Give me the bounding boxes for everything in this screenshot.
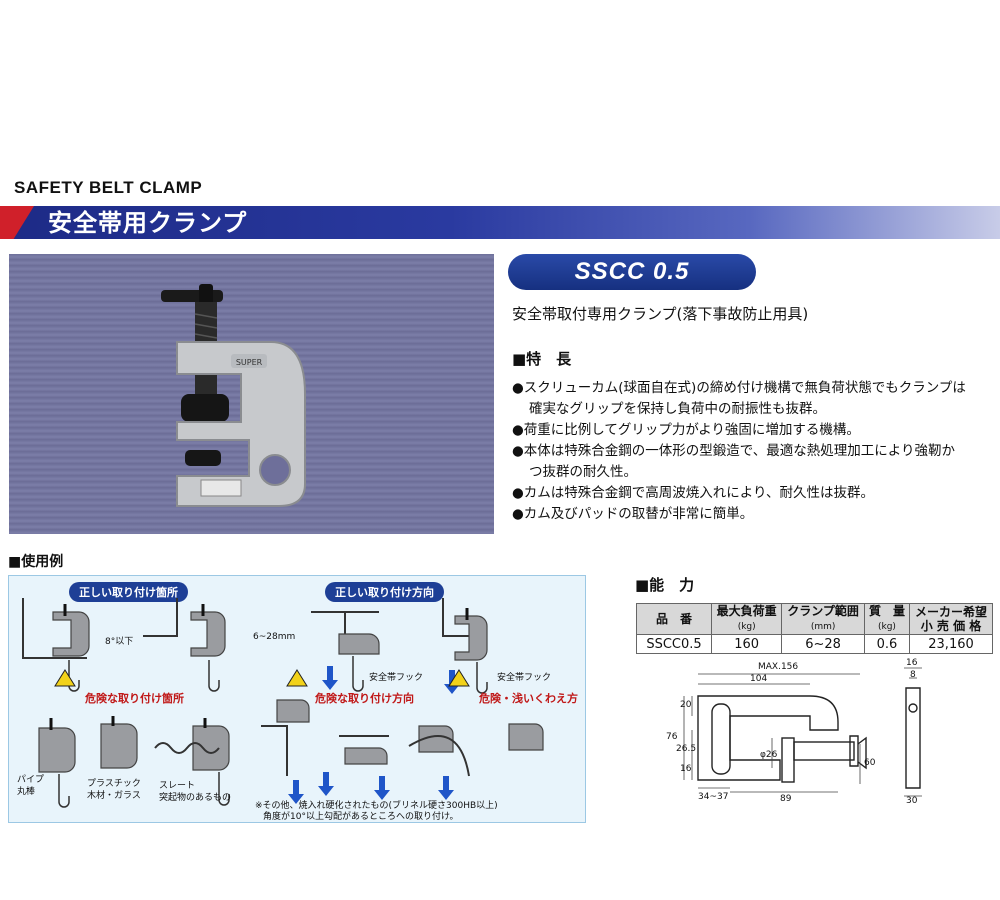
column-header: 品 番 — [636, 603, 712, 635]
correct-location-label: 正しい取り付け箇所 — [69, 582, 188, 602]
dim-30: 30 — [906, 796, 918, 806]
dim-max-length: MAX.156 — [758, 662, 799, 672]
feature-line: つ抜群の耐久性。 — [529, 464, 637, 480]
product-subtitle: 安全帯取付専用クランプ(落下事故防止用具) — [512, 305, 809, 323]
note-line-1: ※その他、焼入れ硬化されたもの(ブリネル硬さ300HB以上) — [255, 801, 498, 811]
round-bar-label: 丸棒 — [17, 787, 36, 797]
column-header: 質 量(kg) — [863, 603, 911, 635]
title-banner — [0, 206, 1000, 239]
feature-line: ●カムは特殊合金鋼で高周波焼入れにより、耐久性は抜群。 — [512, 485, 874, 501]
column-header: クランプ範囲(mm) — [781, 603, 865, 635]
features-heading: ■特 長 — [512, 350, 572, 368]
model-badge: SSCC 0.5 — [508, 254, 756, 290]
hook-label-1: 安全帯フック — [369, 673, 424, 683]
usage-diagrams — [22, 598, 544, 808]
japanese-title: 安全帯用クランプ — [48, 209, 248, 237]
dim-89: 89 — [780, 794, 792, 804]
note-line-2: 角度が10°以上勾配があるところへの取り付け。 — [263, 812, 459, 822]
dim-8: 8 — [910, 670, 916, 680]
pipe-label: パイプ — [17, 775, 45, 785]
danger-location-label: 危険な取り付け箇所 — [85, 692, 184, 705]
dimension-drawing-svg — [683, 667, 922, 797]
dimension-drawing: MAX.156 104 20 76 26.5 16 φ26 60 34~37 8… — [660, 658, 1000, 810]
clamp-photo-illustration: SUPER — [161, 284, 306, 507]
dim-width: 104 — [750, 674, 768, 684]
angle-note: 8°以下 — [105, 637, 134, 647]
feature-line: ●荷重に比例してグリップ力がより強固に増加する機構。 — [512, 422, 860, 438]
cell-clamp-range: 6~28 — [781, 634, 865, 654]
feature-line: ●スクリューカム(球面自在式)の締め付け機構で無負荷状態でもクランプは — [512, 380, 966, 396]
capacity-table: 品 番 最大負荷重(kg) クランプ範囲(mm) 質 量(kg) メーカー希望小… — [636, 603, 993, 654]
usage-heading: ■使用例 — [8, 554, 64, 570]
hook-label-2: 安全帯フック — [497, 673, 552, 683]
cell-weight: 0.6 — [863, 634, 911, 654]
dim-34-37: 34~37 — [698, 792, 729, 802]
dim-76: 76 — [666, 732, 678, 742]
photo-body-label: SUPER — [236, 358, 263, 367]
thickness-note: 6~28mm — [253, 632, 296, 642]
dim-20: 20 — [680, 700, 692, 710]
feature-line: ●本体は特殊合金鋼の一体形の型鍛造で、最適な熱処理加工により強靭か — [512, 443, 955, 459]
plastic-label: プラスチック — [87, 779, 141, 789]
dim-phi26: φ26 — [760, 750, 778, 760]
feature-line: 確実なグリップを保持し負荷中の耐振性も抜群。 — [529, 401, 826, 417]
wood-glass-label: 木材・ガラス — [87, 791, 141, 801]
feature-line: ●カム及びパッドの取替が非常に簡単。 — [512, 506, 754, 522]
danger-direction-label: 危険な取り付け方向 — [315, 692, 414, 705]
cell-model: SSCC0.5 — [636, 634, 712, 654]
table-row: SSCC0.5 160 6~28 0.6 23,160 — [636, 634, 993, 654]
protrusion-label: 突起物のあるもの — [159, 793, 232, 803]
product-photo: SUPER — [9, 254, 494, 534]
english-title: SAFETY BELT CLAMP — [14, 178, 203, 197]
table-header-row: 品 番 最大負荷重(kg) クランプ範囲(mm) 質 量(kg) メーカー希望小… — [636, 603, 993, 635]
model-name: SSCC 0.5 — [574, 258, 690, 285]
dim-60: 60 — [864, 758, 876, 768]
usage-examples-panel: 正しい取り付け箇所 正しい取り付け方向 — [8, 575, 586, 823]
column-header: メーカー希望小 売 価 格 — [909, 603, 993, 635]
dim-16-left: 16 — [680, 764, 692, 774]
cell-max-load: 160 — [710, 634, 783, 654]
correct-direction-label: 正しい取り付け方向 — [325, 582, 444, 602]
column-header: 最大負荷重(kg) — [710, 603, 783, 635]
slate-label: スレート — [159, 781, 196, 791]
features-list: ●スクリューカム(球面自在式)の締め付け機構で無負荷状態でもクランプは 確実なグ… — [512, 378, 992, 525]
dim-26-5: 26.5 — [676, 744, 697, 754]
cell-price: 23,160 — [909, 634, 993, 654]
capacity-heading: ■能 力 — [635, 576, 695, 594]
danger-shallow-label: 危険・浅いくわえ方 — [479, 692, 578, 705]
dim-16-top: 16 — [906, 658, 918, 668]
